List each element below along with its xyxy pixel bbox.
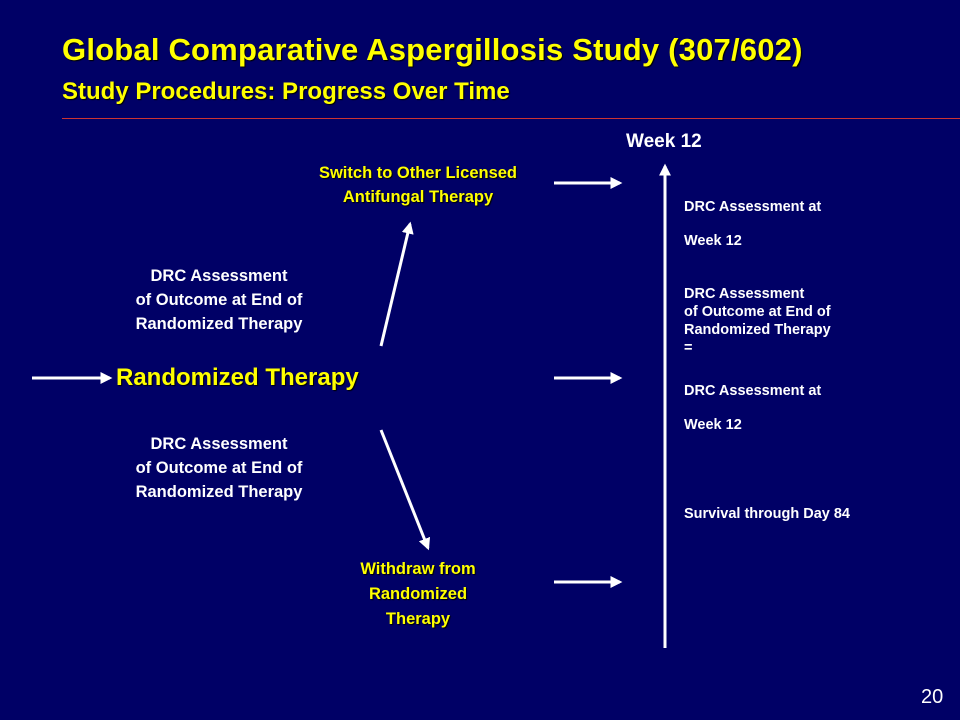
- slide-title: Global Comparative Aspergillosis Study (…: [62, 32, 803, 67]
- switch-therapy-line: Antifungal Therapy: [342, 188, 494, 206]
- switch-outcome-text: DRC Assessment at Week 12: [684, 190, 821, 258]
- page-number: 20: [921, 686, 944, 708]
- switch-outcome-line: DRC Assessment at: [684, 199, 822, 215]
- slide-subtitle: Study Procedures: Progress Over Time: [62, 78, 510, 105]
- continue-outcome-line: DRC Assessment: [684, 286, 805, 302]
- drc-end-top-line: DRC Assessment: [150, 267, 288, 285]
- continue-outcome-tail-text: DRC Assessment at Week 12: [684, 374, 821, 442]
- drc-end-top-line: of Outcome at End of: [135, 291, 303, 309]
- drc-end-bottom-line: of Outcome at End of: [135, 459, 303, 477]
- drc-end-bottom-line: DRC Assessment: [150, 435, 288, 453]
- drc-end-top-line: Randomized Therapy: [135, 315, 303, 333]
- withdraw-branch-arrow: [379, 429, 431, 551]
- continue-outcome-tail-line: Week 12: [684, 417, 742, 433]
- randomized-therapy-label: Randomized Therapy: [116, 364, 359, 391]
- continue-outcome-line: Randomized Therapy: [684, 322, 831, 338]
- withdraw-line: Therapy: [385, 610, 451, 628]
- continue-outcome-text: DRC Assessment of Outcome at End of Rand…: [684, 285, 831, 357]
- switch-therapy-line: Switch to Other Licensed: [318, 164, 518, 182]
- week-12-label: Week 12: [626, 131, 702, 152]
- drc-end-assessment-top: DRC Assessment of Outcome at End of Rand…: [90, 264, 348, 336]
- continue-outcome-tail-line: DRC Assessment at: [684, 383, 822, 399]
- switch-therapy-label: Switch to Other Licensed Antifungal Ther…: [270, 161, 566, 209]
- withdraw-outcome-text: Survival through Day 84: [684, 506, 850, 522]
- title-divider: [62, 118, 960, 119]
- switch-branch-arrow: [379, 221, 414, 347]
- drc-end-bottom-line: Randomized Therapy: [135, 483, 303, 501]
- withdraw-label: Withdraw from Randomized Therapy: [318, 557, 518, 632]
- withdraw-line: Withdraw from: [360, 560, 476, 578]
- switch-outcome-line: Week 12: [684, 233, 742, 249]
- drc-end-assessment-bottom: DRC Assessment of Outcome at End of Rand…: [90, 432, 348, 504]
- continue-outcome-line: =: [684, 340, 693, 356]
- withdraw-line: Randomized: [368, 585, 468, 603]
- continue-outcome-line: of Outcome at End of: [684, 304, 831, 320]
